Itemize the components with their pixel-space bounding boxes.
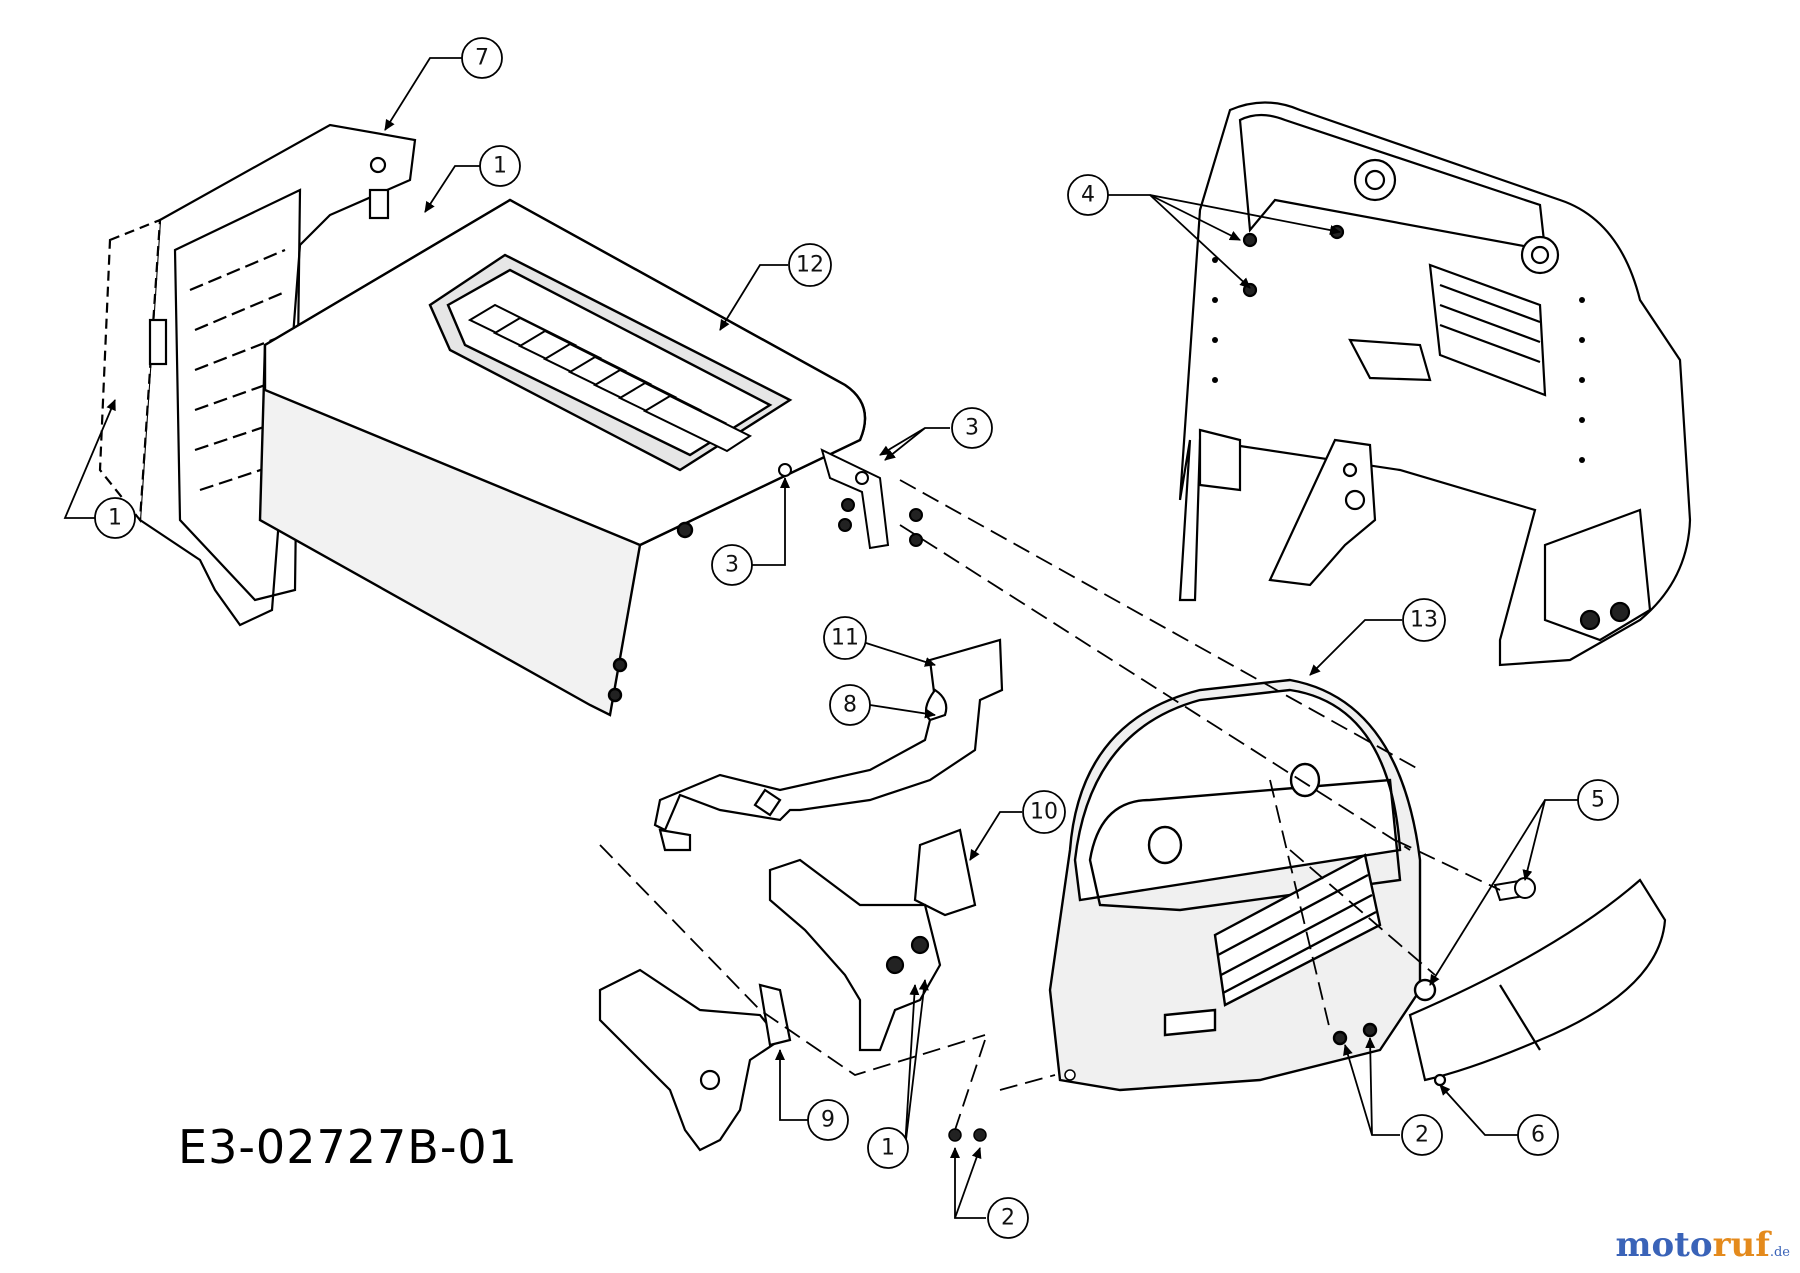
drawing-code: E3-02727B-01 bbox=[178, 1120, 518, 1174]
svg-text:4: 4 bbox=[1081, 183, 1095, 208]
part-screws bbox=[948, 1069, 1076, 1142]
watermark-part-2: ruf bbox=[1712, 1225, 1770, 1265]
callout-12: 12 bbox=[788, 243, 832, 287]
callout-10: 10 bbox=[1022, 790, 1066, 834]
callout-2-bottom: 2 bbox=[987, 1197, 1029, 1239]
svg-text:10: 10 bbox=[1030, 800, 1058, 825]
watermark-part-3: .de bbox=[1769, 1245, 1790, 1260]
callout-11: 11 bbox=[823, 616, 867, 660]
watermark-part-1: moto bbox=[1615, 1225, 1713, 1265]
assembly-lines bbox=[599, 479, 1501, 1131]
callout-3-left: 3 bbox=[711, 544, 753, 586]
part-mounting-bracket bbox=[653, 638, 1004, 852]
callout-5: 5 bbox=[1577, 779, 1619, 821]
part-engine-hood bbox=[258, 198, 867, 717]
callout-4: 4 bbox=[1067, 174, 1109, 216]
callout-3-right: 3 bbox=[951, 407, 993, 449]
svg-text:12: 12 bbox=[796, 253, 824, 278]
callout-1-bottom: 1 bbox=[867, 1127, 909, 1169]
part-bolt bbox=[1493, 877, 1536, 902]
callout-8: 8 bbox=[829, 684, 871, 726]
watermark-logo: motoruf.de bbox=[1616, 1225, 1790, 1265]
part-hood-hinges bbox=[598, 828, 977, 1152]
callout-1-top: 1 bbox=[479, 145, 521, 187]
callout-1-left: 1 bbox=[94, 497, 136, 539]
svg-text:1: 1 bbox=[881, 1136, 895, 1161]
leader-lines bbox=[63, 57, 1578, 1219]
svg-text:3: 3 bbox=[725, 553, 739, 578]
svg-text:8: 8 bbox=[843, 693, 857, 718]
part-bumper-strip bbox=[1408, 878, 1667, 1087]
callout-2-right: 2 bbox=[1401, 1114, 1443, 1156]
svg-text:1: 1 bbox=[108, 506, 122, 531]
svg-text:6: 6 bbox=[1531, 1123, 1545, 1148]
part-dashboard-rear bbox=[1178, 101, 1692, 667]
svg-text:1: 1 bbox=[493, 154, 507, 179]
callout-9: 9 bbox=[807, 1099, 849, 1141]
svg-text:5: 5 bbox=[1591, 788, 1605, 813]
callout-6: 6 bbox=[1517, 1114, 1559, 1156]
callout-7: 7 bbox=[461, 37, 503, 79]
svg-text:3: 3 bbox=[965, 416, 979, 441]
svg-text:2: 2 bbox=[1415, 1123, 1429, 1148]
part-front-nose bbox=[1048, 678, 1437, 1092]
svg-text:2: 2 bbox=[1001, 1206, 1015, 1231]
svg-text:7: 7 bbox=[475, 46, 489, 71]
callout-13: 13 bbox=[1402, 598, 1446, 642]
svg-text:11: 11 bbox=[831, 626, 859, 651]
svg-text:9: 9 bbox=[821, 1108, 835, 1133]
svg-text:13: 13 bbox=[1410, 608, 1438, 633]
